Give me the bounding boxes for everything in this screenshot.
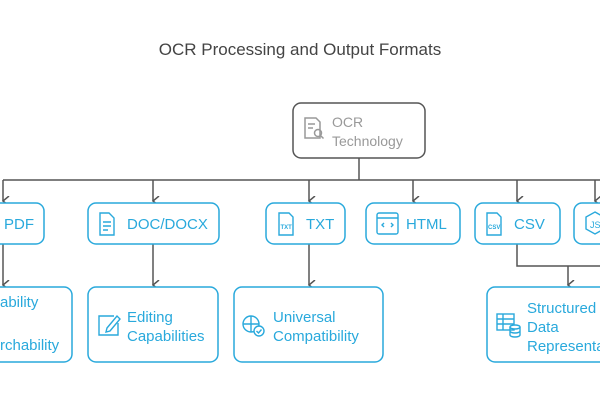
- svg-text:CSV: CSV: [488, 225, 500, 231]
- format-label-html: HTML: [406, 216, 447, 233]
- txt-file-icon: TXT: [278, 212, 294, 236]
- benefit-editing-line1: Editing: [127, 309, 173, 326]
- benefit-pdf-line1: ability: [0, 294, 39, 311]
- benefit-box-pdf[interactable]: [0, 286, 73, 363]
- benefit-box-structured[interactable]: [486, 286, 600, 363]
- globe-check-icon: [242, 315, 265, 337]
- format-box-doc[interactable]: [87, 202, 220, 245]
- edit-icon: [98, 314, 121, 336]
- json-hexagon-icon: JS: [585, 211, 600, 235]
- benefit-compat-line2: Compatibility: [273, 328, 359, 345]
- svg-text:JS: JS: [590, 220, 600, 230]
- root-label-line2: Technology: [332, 133, 403, 149]
- document-search-icon: [304, 117, 325, 140]
- format-label-csv: CSV: [514, 216, 545, 233]
- browser-code-icon: [376, 212, 399, 235]
- benefit-editing-line2: Capabilities: [127, 328, 205, 345]
- document-icon: [99, 212, 115, 236]
- csv-file-icon: CSV: [486, 212, 502, 236]
- table-database-icon: [496, 313, 521, 338]
- diagram-title: OCR Processing and Output Formats: [159, 40, 442, 59]
- root-label-line1: OCR: [332, 114, 363, 130]
- format-label-txt: TXT: [306, 216, 334, 233]
- benefit-structured-line3: Representa: [527, 338, 600, 355]
- format-label-doc: DOC/DOCX: [127, 216, 208, 233]
- csv-merge-line: [516, 244, 600, 267]
- benefit-pdf-line2: rchability: [0, 337, 60, 354]
- root-node[interactable]: OCR Technology: [292, 102, 426, 159]
- svg-text:TXT: TXT: [281, 225, 293, 231]
- benefit-compat-line1: Universal: [273, 309, 336, 326]
- format-box-pdf[interactable]: [0, 202, 45, 245]
- benefit-structured-line2: Data: [527, 319, 559, 336]
- benefit-structured-line1: Structured: [527, 300, 596, 317]
- benefit-box-editing[interactable]: [87, 286, 219, 363]
- connectors: [3, 158, 600, 285]
- benefit-box-compatibility[interactable]: [233, 286, 384, 363]
- format-label-pdf: PDF: [4, 216, 34, 233]
